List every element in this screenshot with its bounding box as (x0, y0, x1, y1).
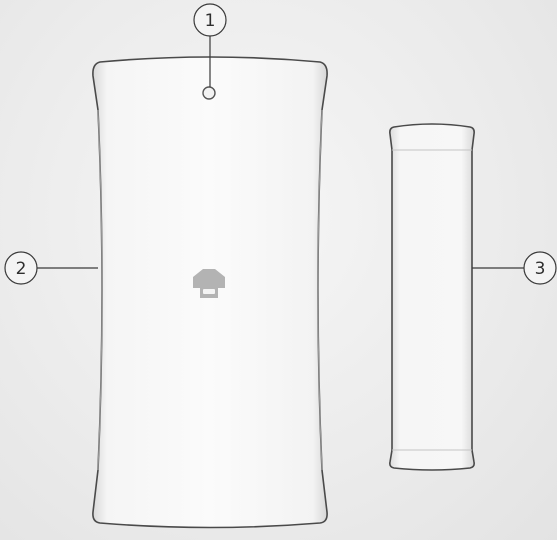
callout-1-number: 1 (205, 11, 216, 31)
house-logo-icon (193, 269, 225, 298)
callout-3-number: 3 (535, 259, 546, 279)
callout-3-circle (523, 251, 557, 285)
callout-1: 1 (193, 3, 227, 87)
magnet-unit (389, 123, 475, 471)
main-sensor-unit (92, 56, 328, 529)
callout-2-number: 2 (16, 259, 27, 279)
magnet-body (389, 123, 475, 471)
callout-2-circle (4, 251, 38, 285)
led-indicator-icon (202, 86, 216, 100)
callout-1-circle (193, 3, 227, 37)
main-sensor-left-edge (97, 109, 103, 471)
main-sensor-right-edge (317, 109, 323, 471)
callout-2: 2 (4, 251, 98, 285)
callout-3: 3 (472, 251, 557, 285)
